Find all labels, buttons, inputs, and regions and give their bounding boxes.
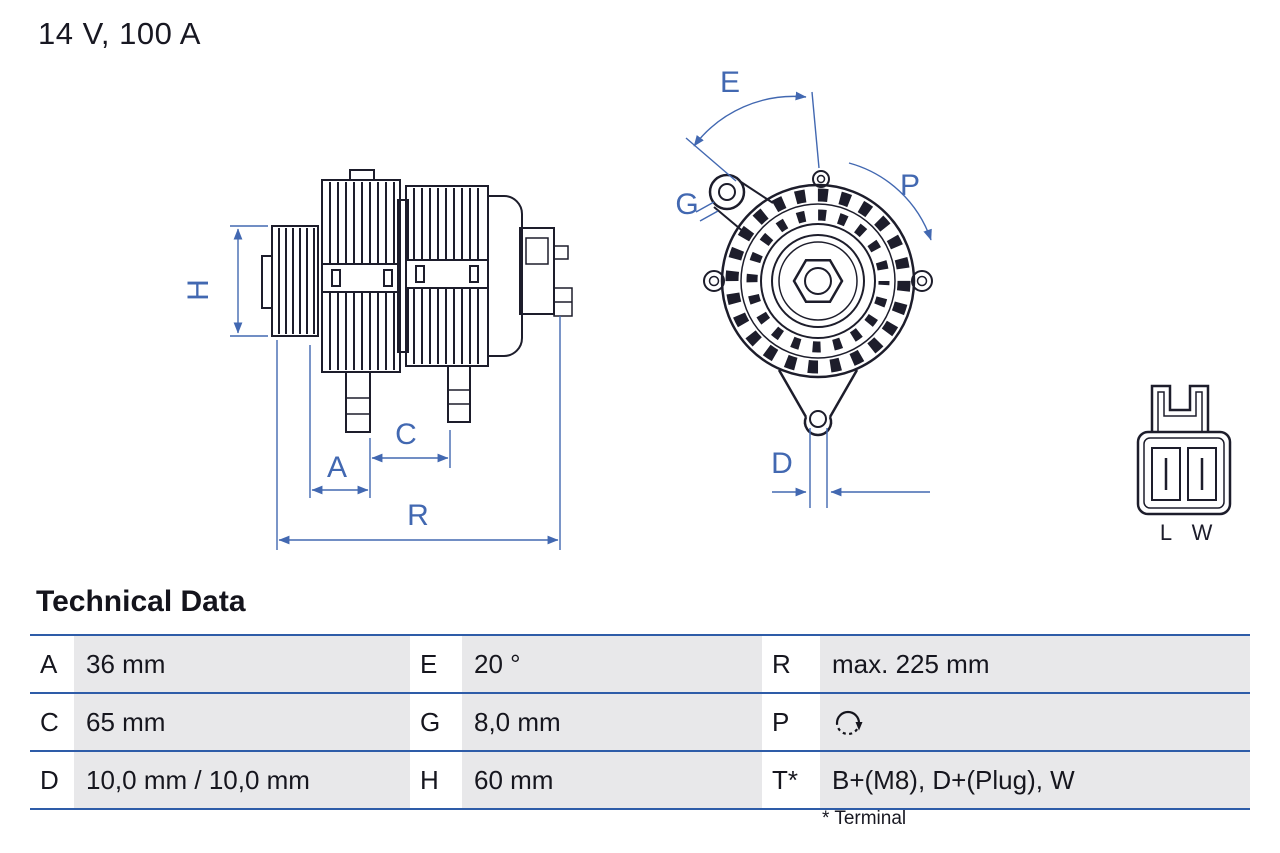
- tech-value-H: 60 mm: [462, 752, 762, 808]
- tech-key-G: G: [410, 694, 462, 750]
- rear-housing: [405, 185, 489, 367]
- top-tab: [349, 169, 375, 181]
- dim-label-r: R: [407, 499, 429, 532]
- dim-label-a: A: [327, 451, 347, 484]
- tech-value-D: 10,0 mm / 10,0 mm: [74, 752, 410, 808]
- tech-value-T: B+(M8), D+(Plug), W: [820, 752, 1250, 808]
- technical-data-table: A 36 mm E 20 ° R max. 225 mm C 65 mm G 8…: [30, 634, 1250, 810]
- tech-value-P: [820, 694, 1250, 750]
- connector-latch: [1150, 384, 1210, 432]
- connector-body: [1136, 430, 1232, 516]
- inner-vent-slots: [746, 209, 890, 353]
- outer-vent-slots: [725, 188, 911, 374]
- tech-key-D: D: [30, 752, 74, 808]
- tech-key-T: T*: [762, 752, 820, 808]
- dim-label-g: G: [675, 188, 698, 221]
- dim-label-p: P: [900, 169, 920, 202]
- top-mounting-lug: [708, 173, 774, 234]
- rear-cover: [488, 195, 523, 357]
- tech-value-G: 8,0 mm: [462, 694, 762, 750]
- connector-label-w: W: [1192, 520, 1213, 545]
- table-row: C 65 mm G 8,0 mm P: [30, 692, 1250, 750]
- dim-label-d: D: [771, 447, 793, 480]
- tech-key-E: E: [410, 636, 462, 692]
- front-housing: [321, 179, 401, 373]
- tech-value-A: 36 mm: [74, 636, 410, 692]
- connector-label-l: L: [1160, 520, 1172, 545]
- mounting-lugs: [345, 365, 471, 433]
- page-title: 14 V, 100 A: [38, 16, 201, 51]
- side-view-dimensions: [230, 225, 561, 550]
- dim-label-c: C: [395, 418, 417, 451]
- tech-value-C: 65 mm: [74, 694, 410, 750]
- side-ears: [703, 170, 933, 292]
- tech-value-R: max. 225 mm: [820, 636, 1250, 692]
- alternator-front-view: [703, 170, 933, 437]
- rotation-direction-icon: [835, 710, 863, 736]
- tech-key-R: R: [762, 636, 820, 692]
- bottom-mounting-lug: [777, 369, 859, 437]
- connector-plug: [1136, 384, 1232, 516]
- front-view-dimensions: [685, 91, 932, 508]
- tech-key-H: H: [410, 752, 462, 808]
- table-row: A 36 mm E 20 ° R max. 225 mm: [30, 634, 1250, 692]
- terminal-w-cavity: [1187, 447, 1217, 501]
- tech-key-A: A: [30, 636, 74, 692]
- technical-data-heading: Technical Data: [36, 585, 246, 618]
- shaft-nut: [792, 258, 844, 304]
- terminal-l-cavity: [1151, 447, 1181, 501]
- tech-value-E: 20 °: [462, 636, 762, 692]
- alternator-side-view: [261, 169, 573, 433]
- table-row: D 10,0 mm / 10,0 mm H 60 mm T* B+(M8), D…: [30, 750, 1250, 808]
- dim-label-e: E: [720, 66, 740, 99]
- regulator-connector: [519, 227, 573, 317]
- dim-label-h: H: [182, 279, 215, 301]
- terminal-footnote: * Terminal: [822, 808, 907, 829]
- alternator-technical-drawing: H A C R: [182, 66, 1232, 550]
- tech-key-P: P: [762, 694, 820, 750]
- tech-key-C: C: [30, 694, 74, 750]
- pulley: [261, 225, 319, 337]
